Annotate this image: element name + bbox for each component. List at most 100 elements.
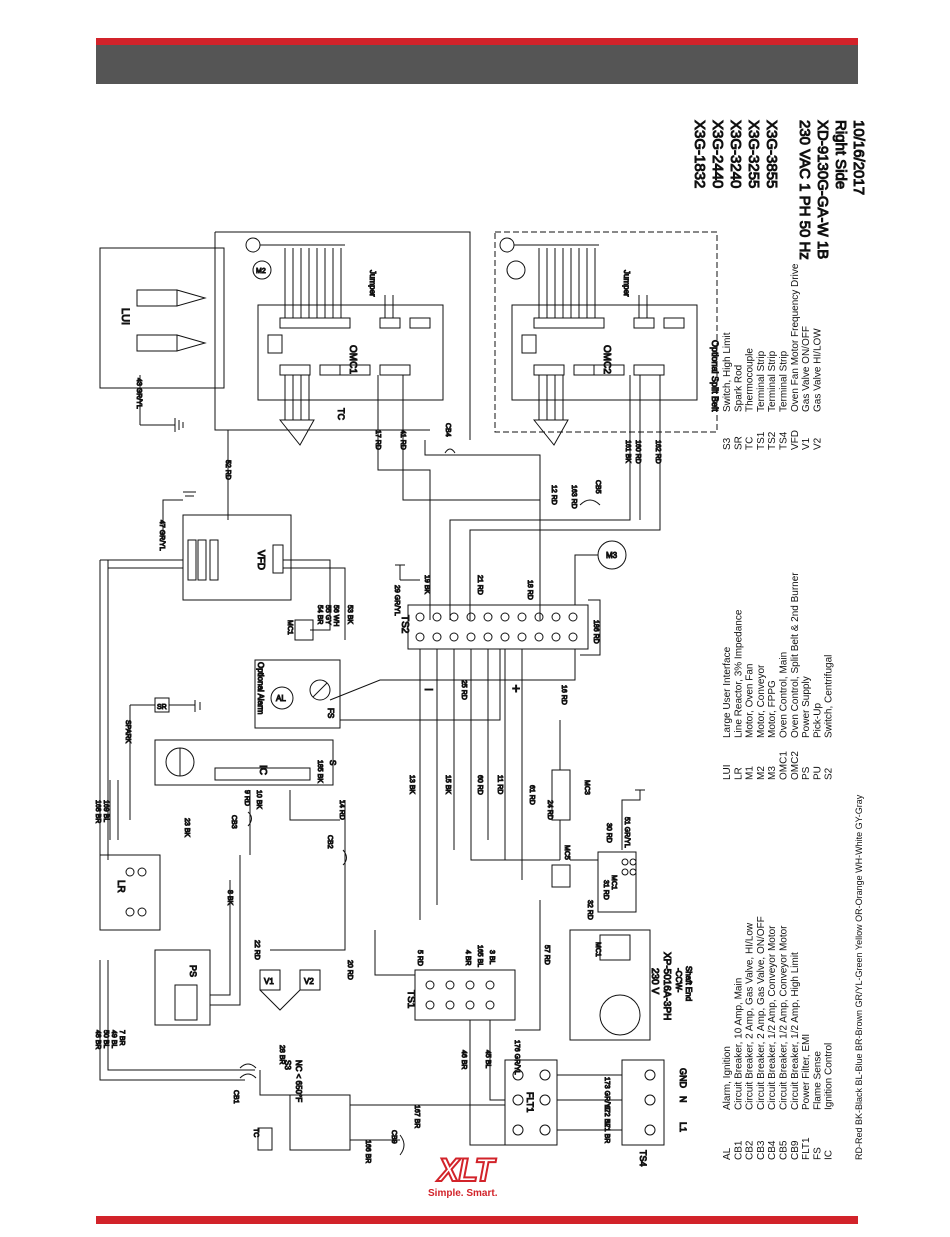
wire-7: 7 BR bbox=[118, 1030, 125, 1046]
ic-box bbox=[154, 739, 334, 786]
legend-code: VFD bbox=[790, 430, 801, 450]
split-belt-label: Optional Split Belt bbox=[710, 340, 720, 412]
model-3: X3G-3240 bbox=[727, 120, 744, 188]
plus-sign: + bbox=[512, 680, 520, 696]
legend-code: V2 bbox=[812, 437, 823, 450]
legend-code: LUI bbox=[722, 764, 733, 780]
wire-160: 160 RD bbox=[634, 440, 641, 464]
wire-53: 53 BK bbox=[346, 605, 353, 624]
legend-description: Ignition Control bbox=[824, 1043, 835, 1110]
legend-code: AL bbox=[722, 1147, 733, 1160]
header-bar bbox=[96, 38, 858, 84]
lui-box bbox=[99, 247, 225, 389]
color-code-legend: RD-Red BK-Black BL-Blue BR-Brown GR/YL-G… bbox=[854, 794, 864, 1160]
wire-163: 163 RD bbox=[570, 485, 577, 509]
legend-code: TC bbox=[745, 437, 756, 450]
spec-text: 230 VAC 1 PH 50 Hz bbox=[796, 120, 813, 260]
legend-description: Terminal Strip bbox=[756, 350, 767, 412]
v2-label: V2 bbox=[304, 977, 314, 986]
legend-description: Thermocouple bbox=[745, 348, 756, 412]
motor-label-3: -CCW- bbox=[674, 968, 683, 993]
wire-167: 167 BR bbox=[413, 1105, 420, 1128]
mc5-connector bbox=[551, 864, 571, 888]
wire-12: 12 RD bbox=[550, 485, 557, 505]
gnd-label: GND bbox=[678, 1068, 688, 1089]
legend-code: V1 bbox=[801, 437, 812, 450]
legend-description: Circuit Breaker, 1/2 Amp, High Limit bbox=[790, 952, 801, 1110]
wire-31: 31 RD bbox=[602, 880, 609, 900]
mc3-connector bbox=[551, 769, 571, 821]
legend-description: Circuit Breaker, 2 Amp, Gas Valve, ON/OF… bbox=[756, 916, 767, 1110]
wire-56: 56 WH bbox=[332, 605, 339, 626]
date-text: 10/16/2017 bbox=[850, 120, 867, 195]
wire-8: 8 BK bbox=[226, 890, 233, 906]
wire-14: 14 RD bbox=[338, 800, 345, 820]
legend-code: CB3 bbox=[756, 1140, 767, 1160]
wire-165: 165 BL bbox=[476, 945, 483, 967]
legend-code: CB9 bbox=[790, 1140, 801, 1160]
legend-code: PS bbox=[801, 766, 812, 780]
wire-168: 168 BR bbox=[94, 800, 101, 823]
cb3-label: CB3 bbox=[230, 815, 237, 829]
legend-description: Large User Interface bbox=[722, 646, 733, 738]
omc2-label: OMC2 bbox=[601, 345, 612, 374]
legend-code: PU bbox=[812, 766, 823, 780]
legend-description: Pick-Up bbox=[812, 703, 823, 738]
wire-47: 47 GR/YL bbox=[158, 520, 165, 551]
motor-label-4: Shaft End bbox=[684, 966, 693, 1001]
jumper-label-2: Jumper bbox=[622, 270, 631, 297]
wire-4: 4 BR bbox=[464, 950, 471, 966]
wire-23: 23 BK bbox=[183, 818, 190, 837]
wire-169: 169 BL bbox=[102, 800, 109, 822]
lui-connector-2 bbox=[136, 334, 178, 352]
alarm-icon bbox=[270, 686, 294, 710]
l1-label: L1 bbox=[678, 1122, 688, 1132]
optional-alarm-label: Optional Alarm bbox=[256, 662, 265, 715]
wire-162: 162 RD bbox=[654, 440, 661, 464]
pu-sensor-icon bbox=[245, 237, 261, 253]
legend-description: Gas Valve HI/LOW bbox=[812, 328, 823, 412]
wire-185: 185 BK bbox=[316, 760, 323, 783]
s3-switch-box bbox=[289, 1094, 351, 1151]
legend-code: CB2 bbox=[745, 1140, 756, 1160]
wire-60: 60 RD bbox=[476, 775, 483, 795]
n-label: N bbox=[678, 1096, 688, 1103]
pu-sensor-2-icon bbox=[499, 237, 515, 253]
legend-description: Line Reactor, 3% Impedance bbox=[733, 609, 744, 738]
wire-50: 50 BL bbox=[102, 1030, 109, 1048]
wire-20: 20 RD bbox=[346, 960, 353, 980]
legend-description: Oven Control, Main bbox=[779, 652, 790, 738]
flame-sense-icon bbox=[309, 679, 331, 701]
ts1-strip bbox=[414, 969, 516, 1021]
tc-label-2: TC bbox=[252, 1128, 259, 1137]
wire-24: 24 RD bbox=[546, 800, 553, 820]
s-label: S bbox=[328, 760, 337, 765]
omc2-box bbox=[511, 304, 698, 401]
wire-5: 5 RD bbox=[416, 950, 423, 966]
xlt-logo: XLT Simple. Smart. bbox=[428, 1151, 528, 1202]
legend-code: M1 bbox=[745, 766, 756, 780]
ts2-terminals bbox=[415, 612, 578, 642]
model-1: X3G-1832 bbox=[691, 120, 708, 188]
model-2: X3G-2440 bbox=[709, 120, 726, 188]
ts1-label: TS1 bbox=[405, 990, 416, 1009]
cb9-label: CB9 bbox=[390, 1130, 397, 1144]
m1-motor-box bbox=[569, 929, 651, 1041]
legend-code: M2 bbox=[756, 766, 767, 780]
wire-13: 13 BK bbox=[408, 775, 415, 794]
title-block: X3G-1832 X3G-2440 X3G-3240 X3G-3255 X3G-… bbox=[691, 120, 781, 189]
sr-label: SR bbox=[157, 704, 167, 711]
footer-bar bbox=[96, 1216, 858, 1224]
wire-10: 10 BK bbox=[255, 790, 262, 809]
legend-code: FLT1 bbox=[801, 1137, 812, 1160]
model-5: X3G-3855 bbox=[763, 120, 780, 188]
wire-55: 55 GY bbox=[324, 605, 331, 625]
legend-description: Spark Rod bbox=[733, 365, 744, 412]
m2-label: M2 bbox=[256, 268, 266, 275]
lr-box bbox=[99, 854, 161, 931]
wire-25: 25 RD bbox=[460, 680, 467, 700]
wire-61: 61 RD bbox=[528, 785, 535, 805]
legend-description: Terminal Strip bbox=[767, 350, 778, 412]
